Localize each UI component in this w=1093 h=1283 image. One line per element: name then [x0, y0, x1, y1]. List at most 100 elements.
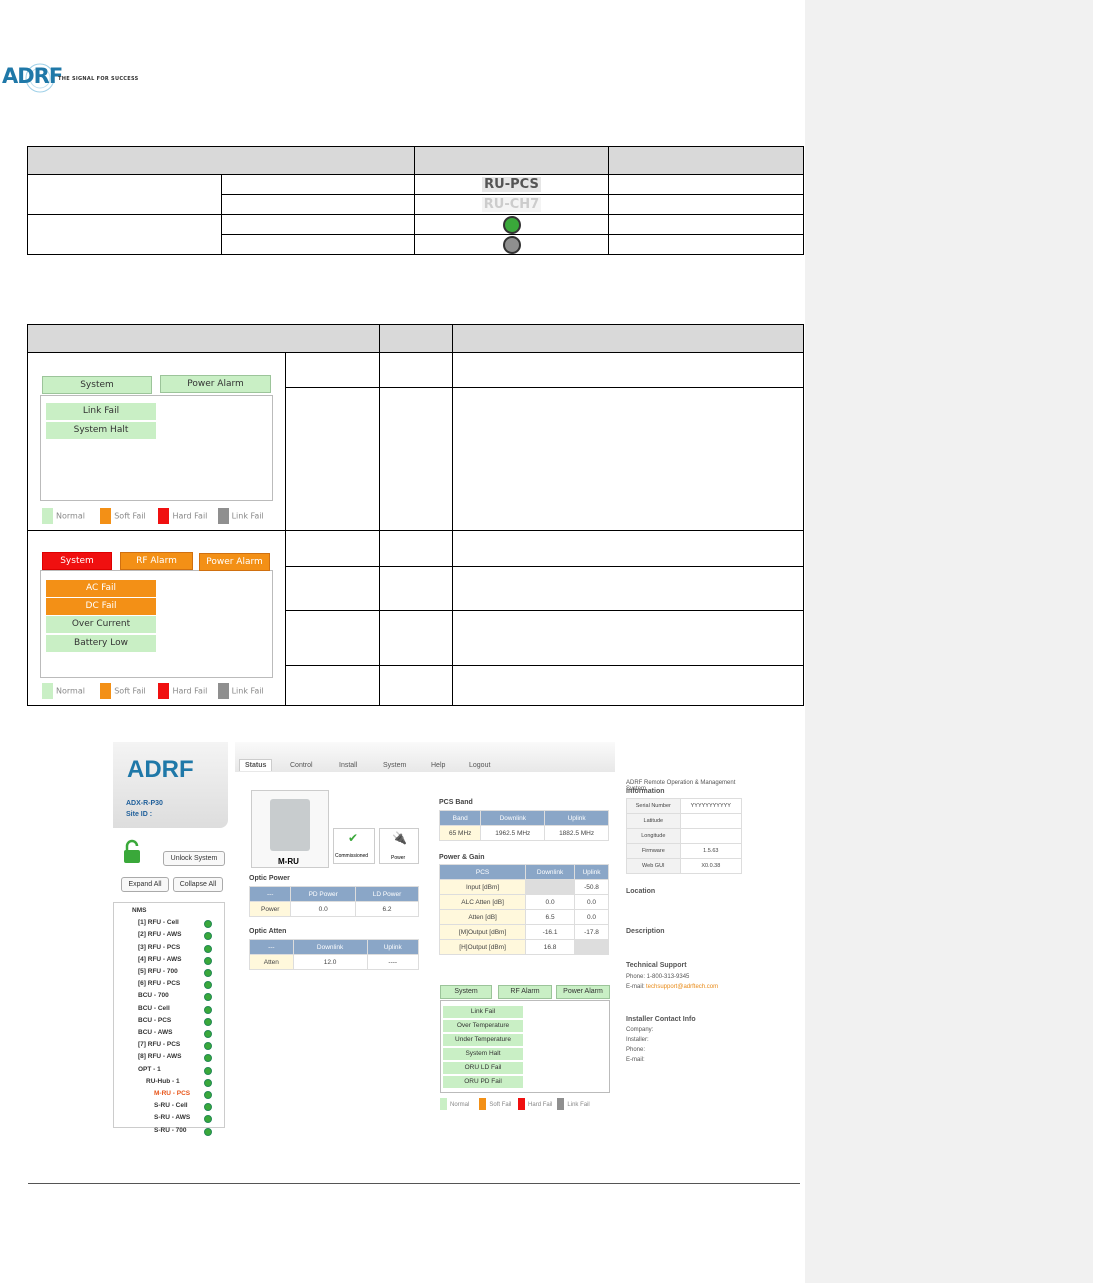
- legend-soft-fail: Soft Fail: [114, 511, 146, 521]
- legend-normal: Normal: [56, 686, 85, 696]
- tree-item[interactable]: [4] RFU - AWS: [138, 955, 182, 963]
- tree-item[interactable]: BCU - PCS: [138, 1016, 172, 1024]
- hard-fail-swatch-icon: [158, 683, 170, 699]
- tree-item[interactable]: S-RU - AWS: [154, 1114, 191, 1122]
- table-cell: [452, 352, 804, 388]
- table-cell: [378, 352, 454, 388]
- tree-item[interactable]: BCU - Cell: [138, 1004, 170, 1012]
- td: -16.1: [525, 924, 575, 940]
- power-button[interactable]: 🔌 Power: [379, 828, 419, 864]
- th: PD Power: [290, 886, 356, 902]
- status-led-icon: [204, 1066, 212, 1075]
- tab-system[interactable]: System: [440, 985, 492, 999]
- table-cell: [378, 387, 454, 531]
- footer-rule: [28, 1183, 800, 1184]
- alarm-item: System Halt: [443, 1048, 523, 1060]
- alarm-over-current: Over Current: [46, 616, 156, 633]
- table-cell: [284, 352, 380, 388]
- th: Uplink: [573, 864, 610, 880]
- tree-item[interactable]: [1] RFU - Cell: [138, 919, 179, 927]
- tree-item[interactable]: M-RU - PCS: [154, 1090, 191, 1097]
- tab-system[interactable]: System: [42, 376, 152, 394]
- legend-link-fail: Link Fail: [231, 686, 264, 696]
- status-led-icon: [204, 1103, 212, 1112]
- table-cell: [608, 174, 804, 195]
- tab-power-alarm[interactable]: Power Alarm: [199, 553, 270, 571]
- nav-logout[interactable]: Logout: [469, 762, 491, 769]
- tab-power-alarm[interactable]: Power Alarm: [556, 985, 610, 999]
- link-fail-swatch-icon: [217, 508, 229, 524]
- nav-install[interactable]: Install: [339, 762, 358, 769]
- legend-hard-fail: Hard Fail: [172, 511, 208, 521]
- nav-control[interactable]: Control: [290, 762, 313, 769]
- commissioned-button[interactable]: ✔ Commissioned: [333, 828, 375, 864]
- tree-item[interactable]: [6] RFU - PCS: [138, 980, 181, 988]
- td: 0.0: [573, 894, 610, 910]
- table-cell: [452, 610, 804, 666]
- tree-item[interactable]: [5] RFU - 700: [138, 968, 178, 975]
- margin-comment-area: [805, 0, 1093, 1283]
- td: -50.8: [573, 879, 610, 895]
- table-header-cell: [608, 146, 804, 175]
- nav-system[interactable]: System: [383, 762, 407, 769]
- status-led-icon: [204, 1091, 212, 1099]
- legend-soft-fail: Soft Fail: [114, 686, 146, 696]
- tab-power-alarm[interactable]: Power Alarm: [160, 375, 271, 393]
- table-cell: [221, 174, 415, 195]
- table-cell: [284, 530, 380, 567]
- unlock-system-button[interactable]: Unlock System: [163, 851, 225, 866]
- alarm-item: ORU PD Fail: [443, 1076, 523, 1088]
- th: PCS: [438, 864, 527, 880]
- optic-power-title: Optic Power: [249, 875, 290, 882]
- table-cell: [378, 665, 454, 706]
- table-cell: RU-CH7: [414, 194, 609, 215]
- status-led-icon: [204, 1042, 212, 1051]
- ru-ch7-label: RU-CH7: [481, 197, 542, 212]
- nav-status[interactable]: Status: [239, 759, 273, 771]
- td: [679, 813, 743, 829]
- device-tree[interactable]: NMS [1] RFU - Cell [2] RFU - AWS [3] RFU - …: [113, 902, 225, 1136]
- tree-item[interactable]: BCU - 700: [138, 992, 169, 1000]
- normal-swatch-icon: [42, 683, 53, 699]
- table-header-cell: [378, 324, 454, 353]
- expand-all-button[interactable]: Expand All: [121, 877, 169, 892]
- td: ALC Atten [dB]: [438, 894, 527, 910]
- td: Atten [dB]: [438, 909, 527, 925]
- table-cell: RU-PCS: [414, 174, 609, 195]
- tree-item[interactable]: RU-Hub - 1: [146, 1077, 180, 1085]
- tree-item[interactable]: S-RU - 700: [154, 1126, 187, 1134]
- nav-help[interactable]: Help: [431, 762, 446, 769]
- tree-item[interactable]: BCU - AWS: [138, 1029, 173, 1036]
- td: ----: [366, 954, 420, 970]
- td: 1.5.63: [679, 843, 743, 859]
- sidebar-header: ADRF ADX-R-P30 Site ID :: [113, 742, 228, 828]
- installer-label: Installer Contact Info: [626, 1016, 696, 1023]
- tree-item[interactable]: [3] RFU - PCS: [138, 943, 181, 951]
- tab-rf-alarm[interactable]: RF Alarm: [498, 985, 552, 999]
- table-cell: [221, 194, 415, 215]
- tree-item[interactable]: OPT - 1: [138, 1065, 161, 1073]
- table-header-cell: [452, 324, 804, 353]
- tree-item[interactable]: NMS: [132, 907, 147, 914]
- legend-hard-fail: Hard Fail: [172, 686, 208, 696]
- tree-item[interactable]: [7] RFU - PCS: [138, 1041, 181, 1049]
- table-cell: [414, 214, 609, 235]
- tab-system[interactable]: System: [42, 552, 112, 570]
- tree-item[interactable]: [8] RFU - AWS: [138, 1053, 182, 1061]
- th: ---: [249, 939, 294, 955]
- status-led-icon: [204, 1054, 212, 1063]
- tree-item[interactable]: [2] RFU - AWS: [138, 931, 182, 939]
- installer-field: E-mail:: [626, 1057, 645, 1063]
- legend: Normal Soft Fail Hard Fail Link Fail: [440, 1098, 590, 1112]
- collapse-all-button[interactable]: Collapse All: [173, 877, 223, 892]
- td: 0.0: [290, 901, 356, 917]
- tab-rf-alarm[interactable]: RF Alarm: [120, 552, 193, 570]
- mru-label: M-RU: [278, 857, 299, 866]
- alarm-battery-low: Battery Low: [46, 635, 156, 652]
- support-email-link[interactable]: techsupport@adrftech.com: [646, 984, 719, 990]
- tree-item[interactable]: S-RU - Cell: [154, 1102, 188, 1110]
- hard-fail-swatch-icon: [158, 508, 170, 524]
- table-cell: [27, 174, 222, 215]
- green-led-icon: [502, 215, 521, 234]
